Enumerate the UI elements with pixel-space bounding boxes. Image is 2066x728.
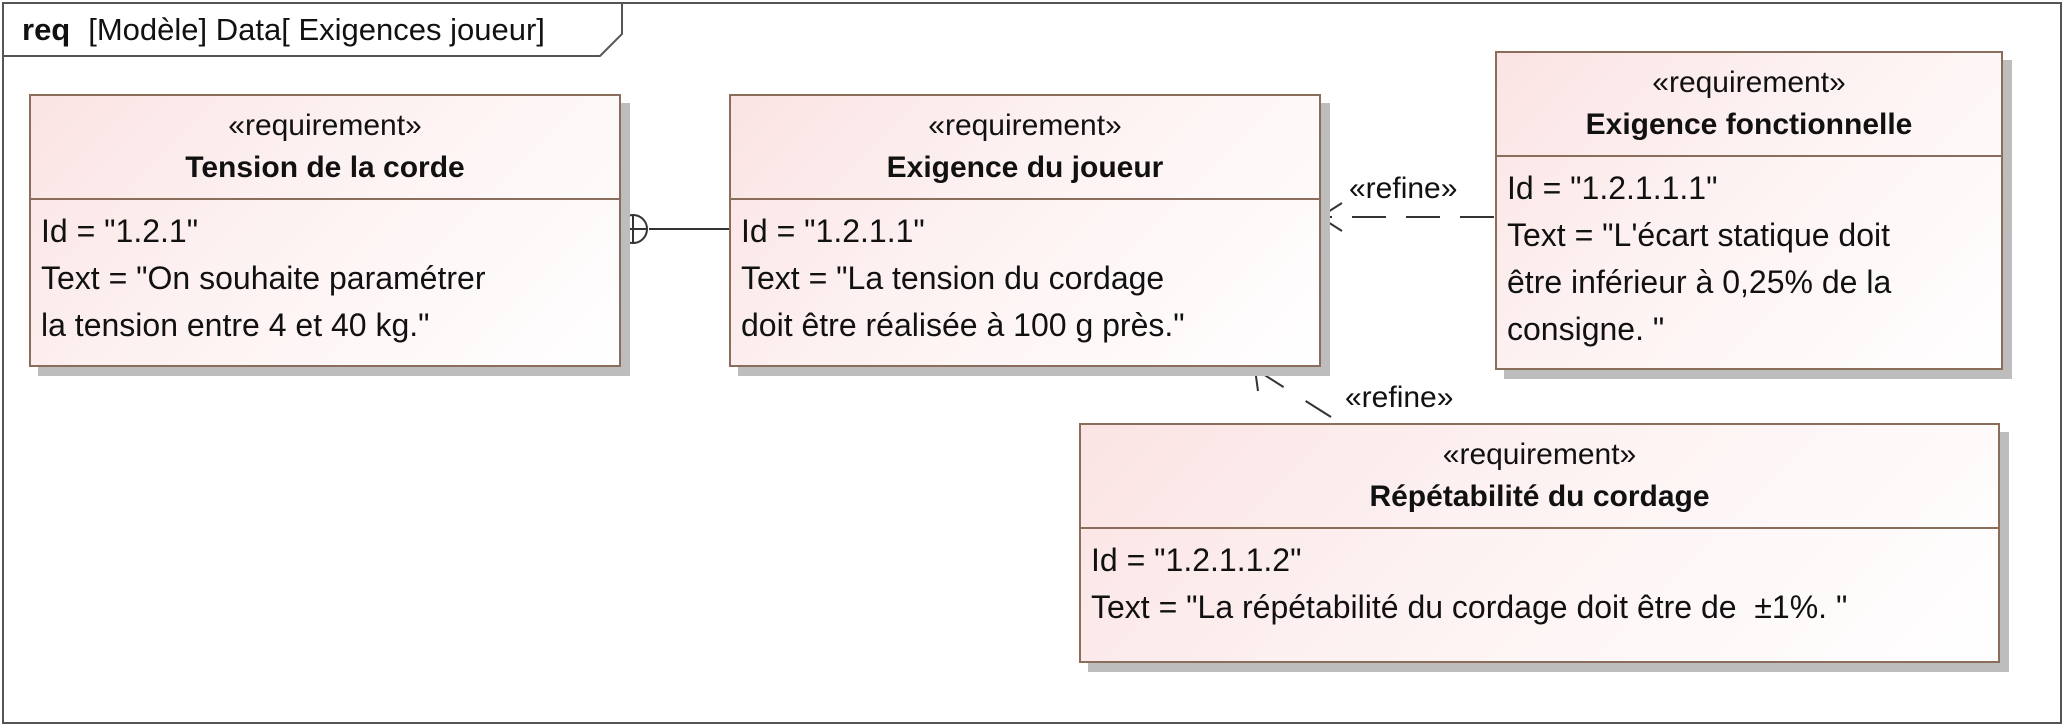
refine-connector-top — [1318, 202, 1494, 232]
requirement-text-line: Text = "On souhaite paramétrer — [41, 260, 486, 296]
requirement-header: «requirement» Exigence fonctionnelle — [1497, 53, 2001, 157]
requirement-name: Tension de la corde — [185, 151, 465, 184]
frame-keyword: req — [22, 12, 71, 47]
requirement-text-line: Text = "La répétabilité du cordage doit … — [1091, 589, 1848, 625]
requirement-attributes: Id = "1.2.1.1.1" Text = "L'écart statiqu… — [1497, 157, 2001, 353]
requirement-stereotype: «requirement» — [1442, 438, 1637, 471]
requirement-text-line: doit être réalisée à 100 g près." — [741, 307, 1185, 343]
requirement-text-line: Text = "L'écart statique doit — [1507, 217, 1891, 253]
requirement-text-line: consigne. " — [1507, 311, 1665, 347]
requirement-attributes: Id = "1.2.1.1.2" Text = "La répétabilité… — [1081, 529, 1998, 631]
refine-label-bottom: «refine» — [1345, 381, 1454, 414]
frame-name: [Modèle] Data[ Exigences joueur] — [88, 12, 545, 47]
requirement-header: «requirement» Répétabilité du cordage — [1081, 425, 1998, 529]
requirement-text-line: être inférieur à 0,25% de la — [1507, 264, 1892, 300]
requirement-text-line: Text = "La tension du cordage — [741, 260, 1165, 296]
requirement-header: «requirement» Exigence du joueur — [731, 96, 1319, 200]
requirement-attributes: Id = "1.2.1.1" Text = "La tension du cor… — [731, 200, 1319, 349]
frame-title: req [Modèle] Data[ Exigences joueur] — [22, 12, 545, 48]
requirement-attributes: Id = "1.2.1" Text = "On souhaite paramét… — [31, 200, 619, 349]
requirement-id: Id = "1.2.1" — [41, 213, 199, 249]
refine-label-top: «refine» — [1349, 172, 1458, 205]
requirement-name: Exigence fonctionnelle — [1585, 108, 1913, 141]
requirement-name: Exigence du joueur — [886, 151, 1164, 184]
requirement-exigence-fonctionnelle[interactable]: «requirement» Exigence fonctionnelle Id … — [1495, 51, 2003, 370]
requirement-id: Id = "1.2.1.1" — [741, 213, 925, 249]
requirement-exigence-du-joueur[interactable]: «requirement» Exigence du joueur Id = "1… — [729, 94, 1321, 367]
containment-connector — [618, 214, 730, 244]
requirement-text-line: la tension entre 4 et 40 kg." — [41, 307, 430, 343]
requirement-stereotype: «requirement» — [928, 109, 1122, 142]
requirement-stereotype: «requirement» — [228, 109, 422, 142]
frame-title-tab — [2, 2, 623, 57]
refine-arrowhead-bottom — [1253, 367, 1278, 392]
requirement-id: Id = "1.2.1.1.2" — [1091, 542, 1302, 578]
requirement-name: Répétabilité du cordage — [1369, 480, 1710, 513]
requirement-id: Id = "1.2.1.1.1" — [1507, 170, 1718, 206]
refine-connector-bottom — [1253, 367, 1332, 418]
requirement-repetabilite-du-cordage[interactable]: «requirement» Répétabilité du cordage Id… — [1079, 423, 2000, 663]
requirement-header: «requirement» Tension de la corde — [31, 96, 619, 200]
requirement-tension-de-la-corde[interactable]: «requirement» Tension de la corde Id = "… — [29, 94, 621, 367]
requirement-stereotype: «requirement» — [1652, 66, 1846, 99]
